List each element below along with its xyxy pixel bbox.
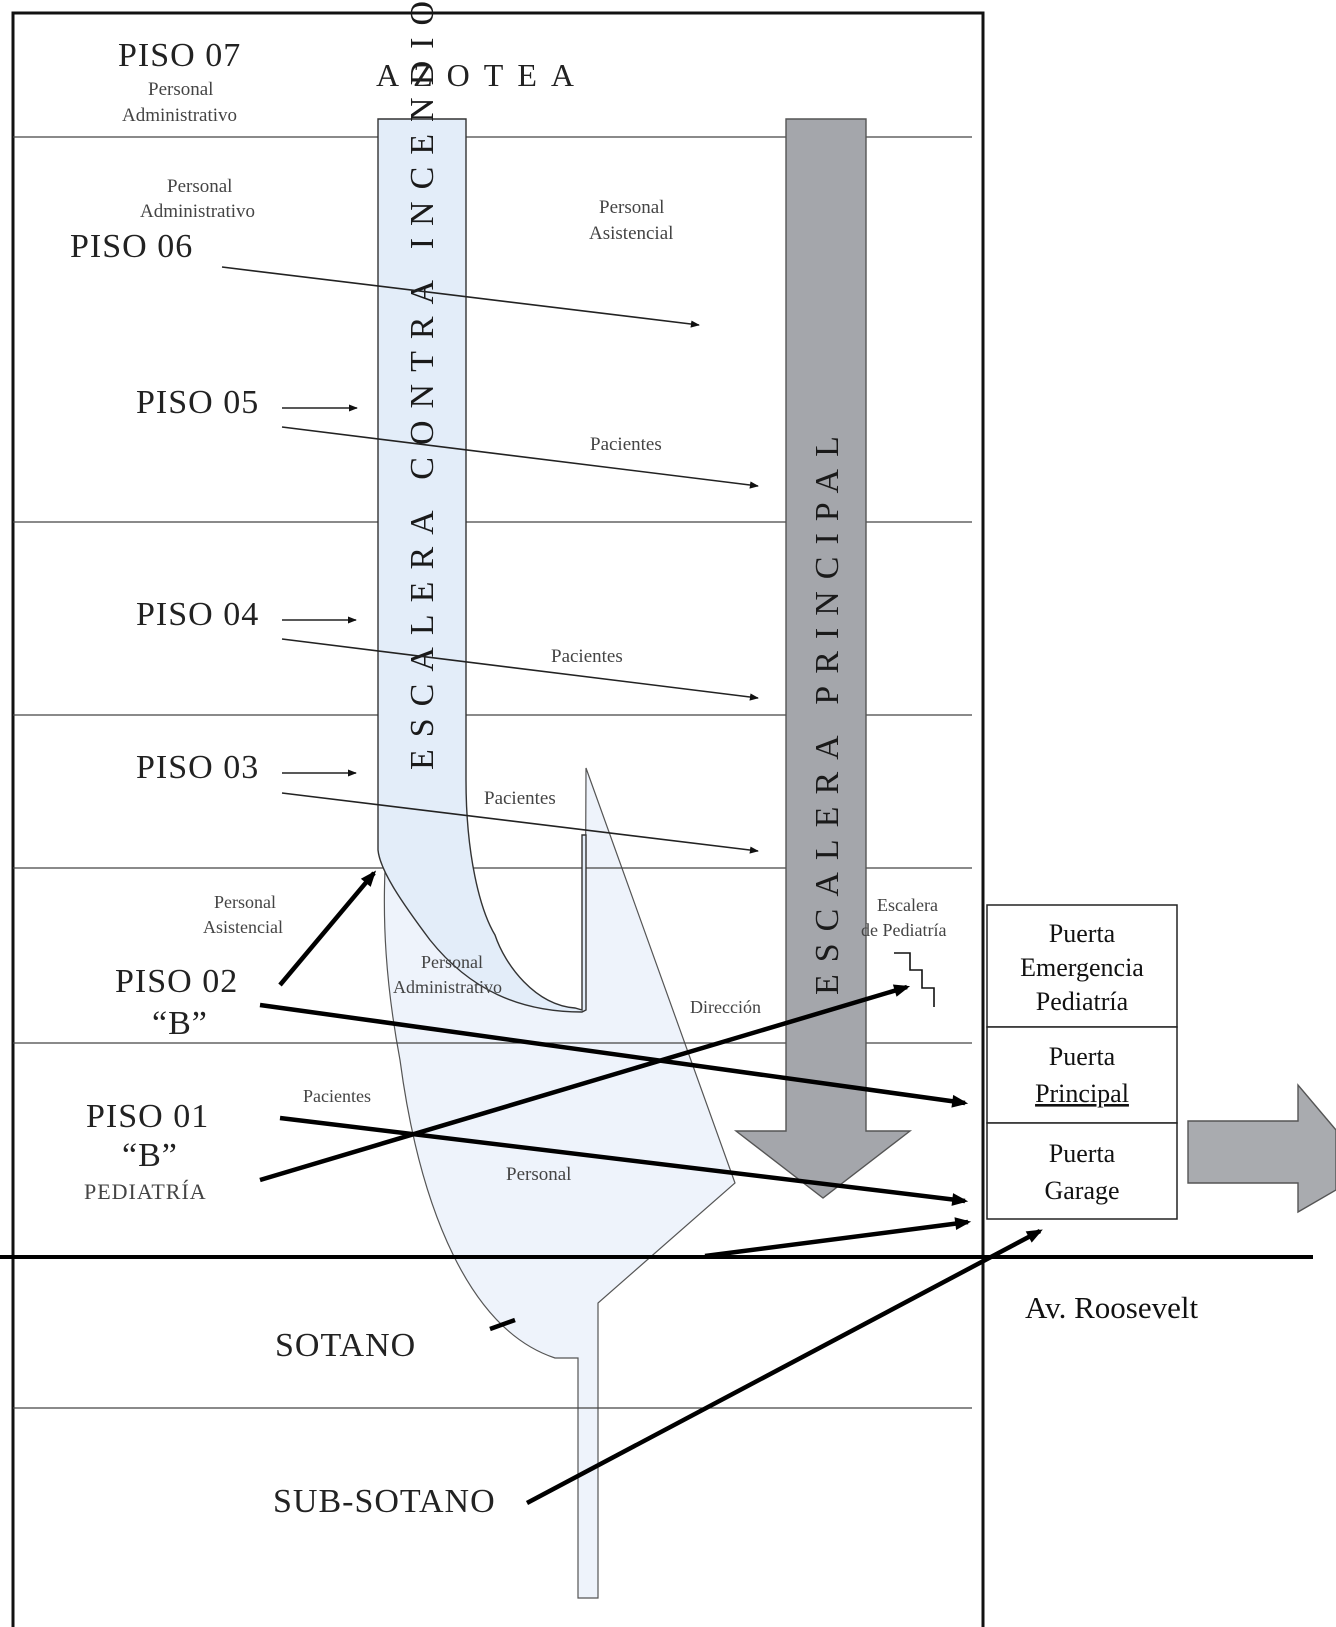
floor-07-occupant-1: Personal [148, 79, 213, 100]
door-emergency-label-3: Pediatría [1036, 987, 1129, 1016]
floor-01-sub: “B” [122, 1137, 178, 1174]
floor-07-occupant-2: Administrativo [122, 105, 237, 126]
fire-stair-label: ESCALERA CONTRA INCENDIO [404, 0, 441, 770]
door-main-label-1: Puerta [1049, 1042, 1116, 1071]
pediatric-stair-label-2: de Pediatría [861, 920, 946, 940]
flow-pacientes-03: Pacientes [484, 788, 556, 809]
floor-03-name: PISO 03 [136, 749, 259, 786]
flow-asistencial-top-2: Asistencial [589, 223, 673, 244]
fire-stair-shape [377, 118, 587, 1013]
flow-arrow-05 [281, 426, 759, 489]
flow-asistencial-top-1: Personal [599, 197, 664, 218]
floor-01-pediatria: PEDIATRÍA [84, 1179, 207, 1204]
flow-arrow-03 [281, 792, 759, 854]
subsotano-name: SUB-SOTANO [273, 1483, 496, 1520]
sotano-to-garage-arrow [489, 1222, 968, 1332]
floor-06-occupant-2: Administrativo [140, 201, 255, 222]
sotano-name: SOTANO [275, 1327, 416, 1364]
floor-02-to-main-door-arrow [259, 1002, 969, 1108]
floor-02-sub: “B” [152, 1005, 208, 1042]
roof-label: AZOTEA [376, 57, 588, 93]
subsotano-to-street-arrow [525, 1229, 1043, 1505]
street-label: Av. Roosevelt [1025, 1290, 1198, 1325]
floor-01-to-garage-door-arrow [279, 1115, 969, 1206]
building-outline [11, 11, 985, 1627]
main-stair-label: ESCALERA PRINCIPAL [809, 424, 846, 995]
flow-arrow-04 [281, 638, 759, 701]
door-emergency-label-1: Puerta [1049, 919, 1116, 948]
flow-pacientes-01: Pacientes [303, 1086, 371, 1106]
floor-06-occupant-1: Personal [167, 176, 232, 197]
flow-personal-01: Personal [506, 1164, 571, 1185]
floor-04-name: PISO 04 [136, 596, 259, 633]
flow-administrativo-02-1: Personal [421, 952, 483, 972]
door-garage-box [986, 1122, 1178, 1220]
flow-asistencial-02-1: Personal [214, 892, 276, 912]
flow-asistencial-02-2: Asistencial [203, 917, 283, 937]
floor-05-name: PISO 05 [136, 384, 259, 421]
floor-02-name: PISO 02 [115, 963, 238, 1000]
flow-pacientes-04: Pacientes [551, 646, 623, 667]
door-main-label-2: Principal [1035, 1079, 1129, 1108]
floor-01-to-pediatric-stair-arrow [259, 984, 911, 1183]
flow-administrativo-02-2: Administrativo [393, 977, 502, 997]
floor-07-name: PISO 07 [118, 37, 241, 74]
door-garage-label-1: Puerta [1049, 1139, 1116, 1168]
flow-arrow-06 [221, 266, 700, 328]
door-emergency-box [986, 904, 1178, 1028]
door-main-box [986, 1026, 1178, 1124]
door-garage-label-2: Garage [1044, 1176, 1119, 1205]
pediatric-stair-label-1: Escalera [877, 895, 938, 915]
exit-arrow [1187, 1083, 1336, 1214]
door-emergency-label-2: Emergencia [1020, 953, 1144, 982]
floor-02-to-fire-stair-arrow [278, 870, 377, 987]
floor-06-name: PISO 06 [70, 228, 193, 265]
flow-direccion: Dirección [690, 997, 761, 1017]
main-stair-arrow [733, 118, 913, 1199]
pediatric-stair-icon [894, 952, 935, 1007]
flow-pacientes-05: Pacientes [590, 434, 662, 455]
floor-01-name: PISO 01 [86, 1098, 209, 1135]
